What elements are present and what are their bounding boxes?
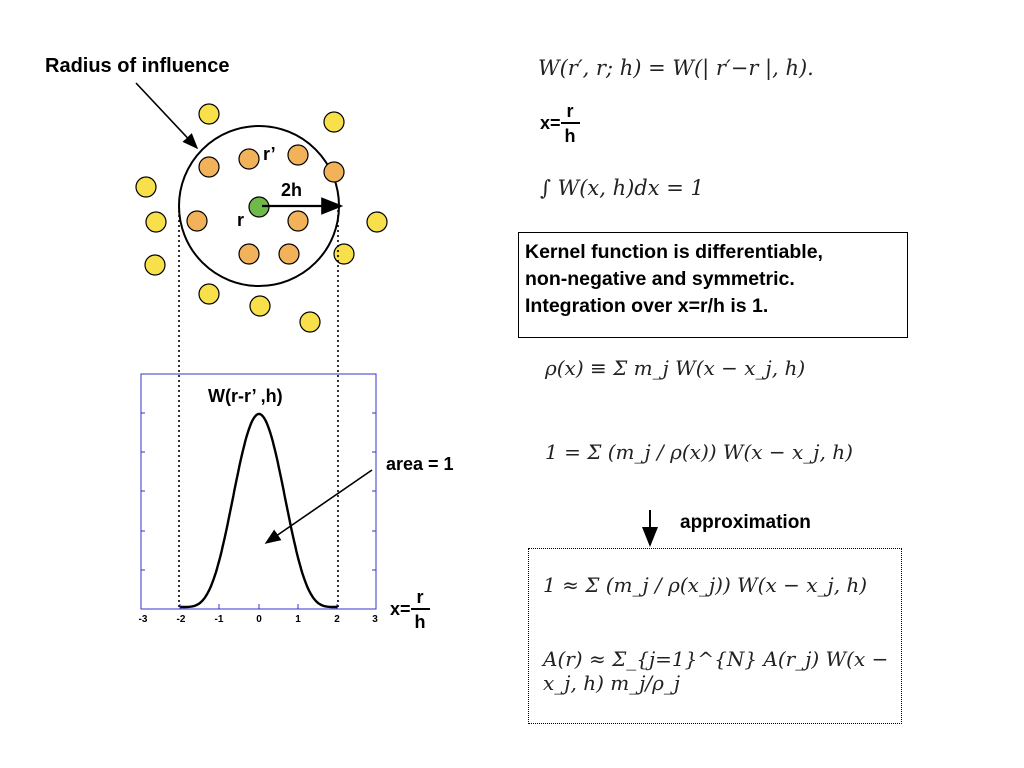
particle [145,211,167,233]
x-equals-text: x= [390,598,411,619]
radius-pointer-arrow [135,82,199,150]
two-h-label: 2h [281,180,303,200]
particle [287,144,309,166]
approximation-label: approximation [680,512,811,533]
normalization-integral-equation: ∫ W(x, h)dx = 1 [540,176,704,200]
field-interpolation-equation: A(r) ≈ Σ_{j=1}^{N} A(r_j) W(x − x_j, h) … [543,647,889,695]
particle [144,254,166,276]
particle [366,211,388,233]
particle [249,295,271,317]
x-axis-ticks [141,412,376,609]
fraction-denominator: h [564,126,576,146]
outer-particles [135,103,388,333]
particle [238,243,260,265]
x-tick-label: -1 [215,614,224,625]
x-tick-label: -2 [177,614,186,625]
particle [238,148,260,170]
r-label: r [237,210,245,230]
area-label: area = 1 [386,454,454,474]
approximation-box: 1 ≈ Σ (m_j / ρ(x_j)) W(x − x_j, h) A(r) … [528,548,902,724]
unity-equation: 1 = Σ (m_j / ρ(x)) W(x − x_j, h) [545,440,853,464]
x-tick-label: -3 [139,614,148,625]
x-tick-label: 3 [372,614,378,625]
fraction-numerator: r [560,100,580,124]
x-tick-label: 2 [334,614,340,625]
density-equation: ρ(x) ≡ Σ m_j W(x − x_j, h) [545,356,806,380]
particle [287,210,309,232]
fraction-numerator: r [410,586,430,610]
area-arrow [264,469,373,544]
particle [186,210,208,232]
kernel-curve [180,412,338,609]
unity-approx-equation: 1 ≈ Σ (m_j / ρ(x_j)) W(x − x_j, h) [543,573,868,597]
particle [135,176,157,198]
radius-of-influence-label: Radius of influence [45,55,230,77]
fraction-denominator: h [414,612,426,632]
kernel-definition-equation: W(r′, r; h) = W(| r′−r |, h). [538,56,814,80]
kernel-properties-box: Kernel function is differentiable, non-n… [518,232,908,338]
particle [198,156,220,178]
x-tick-label: 0 [256,614,262,625]
particle [323,111,345,133]
particle [198,283,220,305]
particle [198,103,220,125]
r-prime-label: r’ [263,144,276,164]
inner-particles [186,144,345,265]
particle [323,161,345,183]
x-tick-label: 1 [295,614,301,625]
particle [278,243,300,265]
x-equals-text: x= [540,112,561,133]
particle [333,243,355,265]
kernel-curve-label: W(r-r’ ,h) [208,386,283,406]
particle [299,311,321,333]
